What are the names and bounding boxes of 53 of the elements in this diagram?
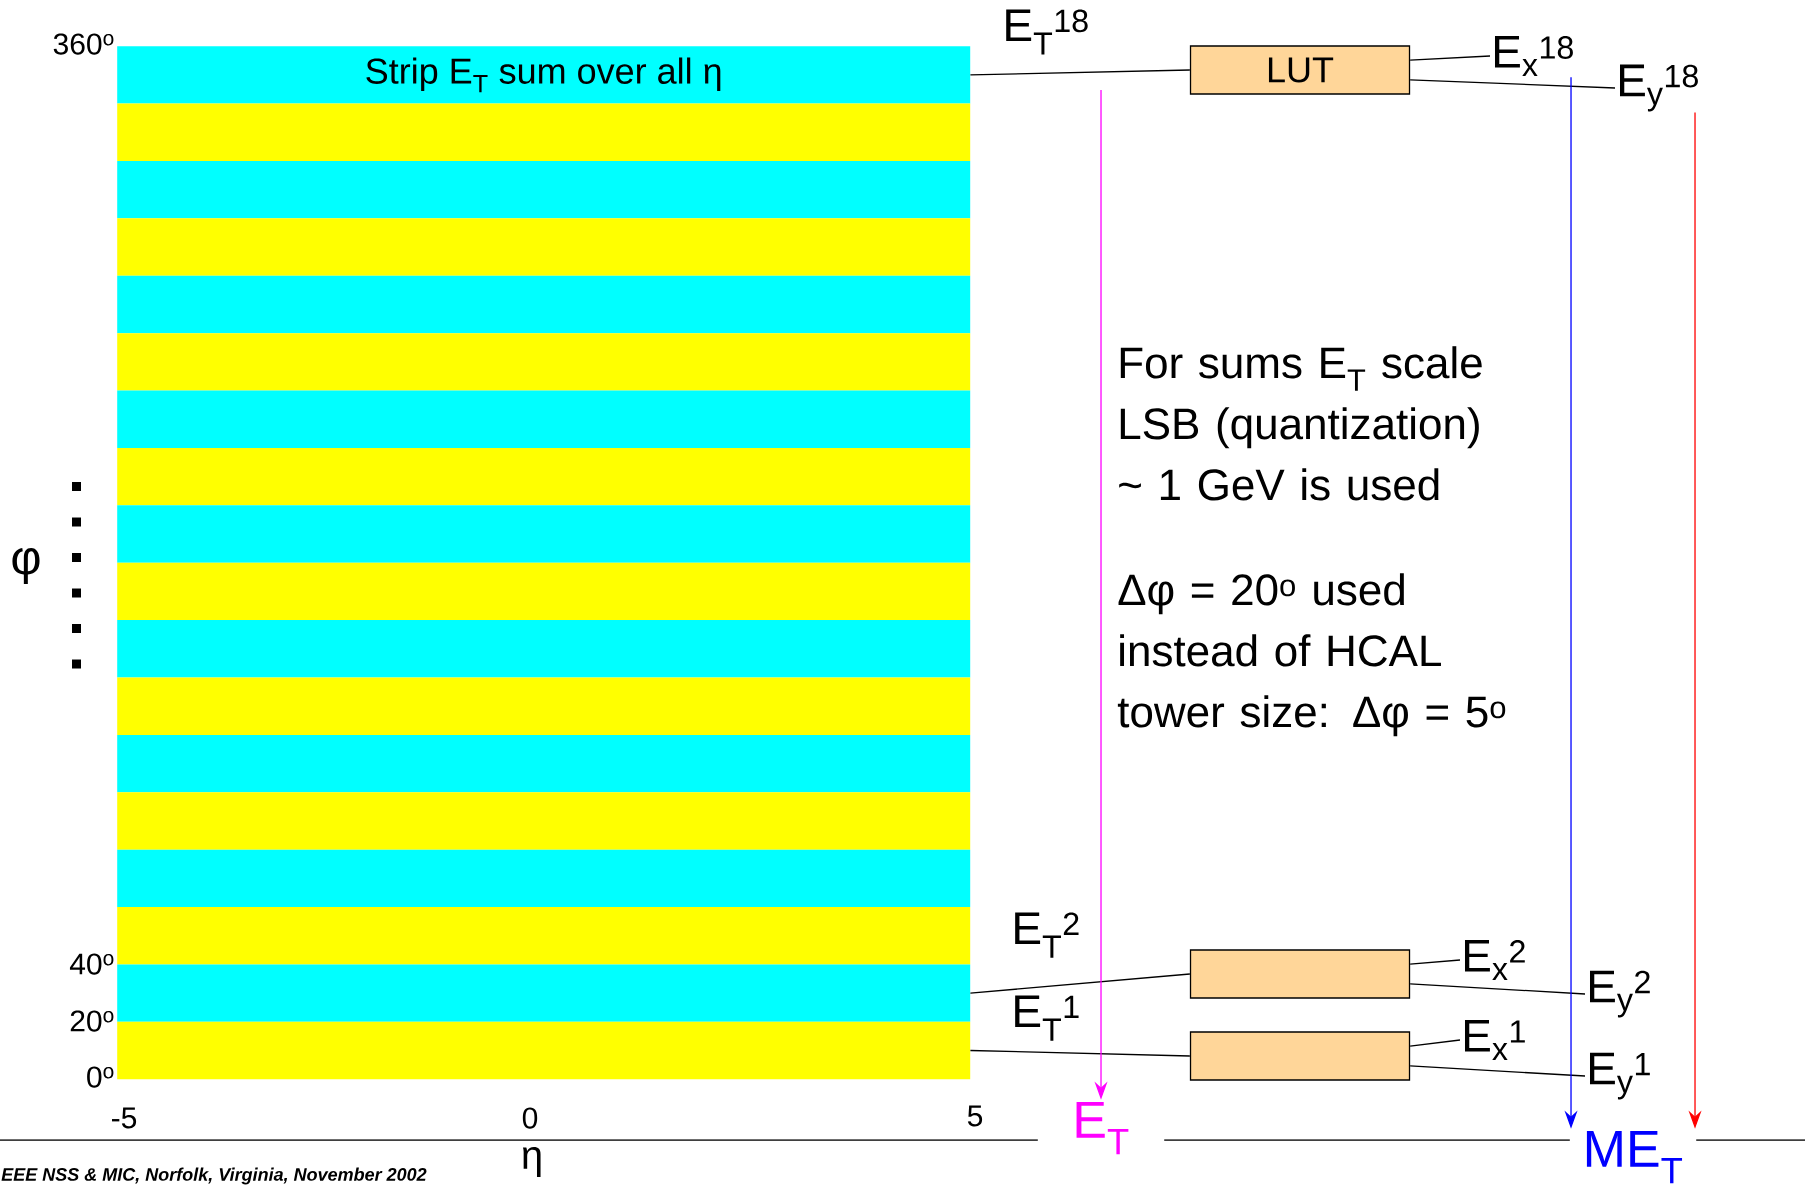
- connector-line: [1409, 79, 1616, 89]
- axis-tick-label: 20$^{o}$: [70, 1010, 114, 1032]
- footer-text: EEE NSS & MIC, Norfolk, Virginia, November 2002: [1, 1167, 427, 1185]
- stripe-band: [117, 907, 971, 965]
- stripe-band: [117, 505, 971, 563]
- process-box: [1189, 949, 1411, 999]
- stripe-band: [117, 218, 971, 276]
- output-label: ME$_{T}$: [1586, 1130, 1683, 1184]
- axis-tick-label: 0$^{o}$: [87, 1066, 114, 1088]
- signal-label: E$_{x}$$^{2}$: [1465, 939, 1525, 981]
- axis-tick-label: 40$^{o}$: [69, 953, 114, 975]
- axis-title: φ: [12, 548, 40, 584]
- connector-line: [969, 1049, 1191, 1057]
- stripe-band: [117, 734, 971, 793]
- edge-label: E$_{T}$1: [1010, 994, 1082, 1042]
- stripe-band: [117, 161, 971, 219]
- signal-label: E$_{y}$$^{2}$: [1590, 970, 1650, 1018]
- axis-title: η: [522, 1147, 541, 1177]
- connector-line: [1409, 1039, 1461, 1047]
- edge-label: E$_{T}$2: [1010, 911, 1082, 959]
- stripe-band: [117, 792, 971, 850]
- connector-line: [969, 69, 1191, 76]
- connector-line: [1409, 55, 1491, 61]
- stripe-band: [117, 447, 971, 506]
- signal-label: E$_{x}$$^{1}$: [1465, 1019, 1525, 1061]
- stripe-band: [117, 849, 971, 908]
- connector-line: [1409, 983, 1586, 995]
- connector-line: [1409, 1065, 1586, 1077]
- process-box: LUT: [1189, 45, 1411, 95]
- signal-label: E$_{x}$$^{18}$: [1495, 35, 1573, 77]
- stripe-band: [117, 677, 971, 735]
- note-text: For sums E$_{T}$ scale LSB (quantization) ~ 1 GeV is used: [1119, 346, 1482, 501]
- signal-label: E$_{y}$$^{18}$: [1620, 64, 1698, 112]
- output-label: E$_{T}$: [1076, 1101, 1129, 1155]
- stripe-band: [117, 964, 971, 1022]
- stripe-band: [117, 333, 971, 391]
- axis-tick-label: 0: [522, 1107, 538, 1129]
- stripe-band: [117, 562, 971, 621]
- stripe-band: Strip E$_{T}$ sum over all η: [117, 46, 971, 104]
- axis-tick-label: -5: [112, 1107, 137, 1129]
- stripe-band: [117, 275, 971, 334]
- stripe-band: [117, 103, 971, 161]
- edge-label: E$_{T}$18: [1001, 8, 1091, 56]
- process-box: [1189, 1031, 1411, 1081]
- signal-label: E$_{y}$$^{1}$: [1590, 1052, 1650, 1100]
- connector-line: [969, 973, 1191, 994]
- connector-line: [1409, 959, 1461, 965]
- axis-tick-label: 360$^{o}$: [53, 33, 114, 55]
- stripe-band: [117, 390, 971, 448]
- axis-tick-label: 5: [967, 1105, 983, 1127]
- stripe-band: [117, 620, 971, 678]
- stripe-band: [117, 1021, 971, 1080]
- note-text: Δφ = 20$^{o}$ used instead of HCAL tower size: Δφ = 5$^{o}$: [1117, 573, 1506, 737]
